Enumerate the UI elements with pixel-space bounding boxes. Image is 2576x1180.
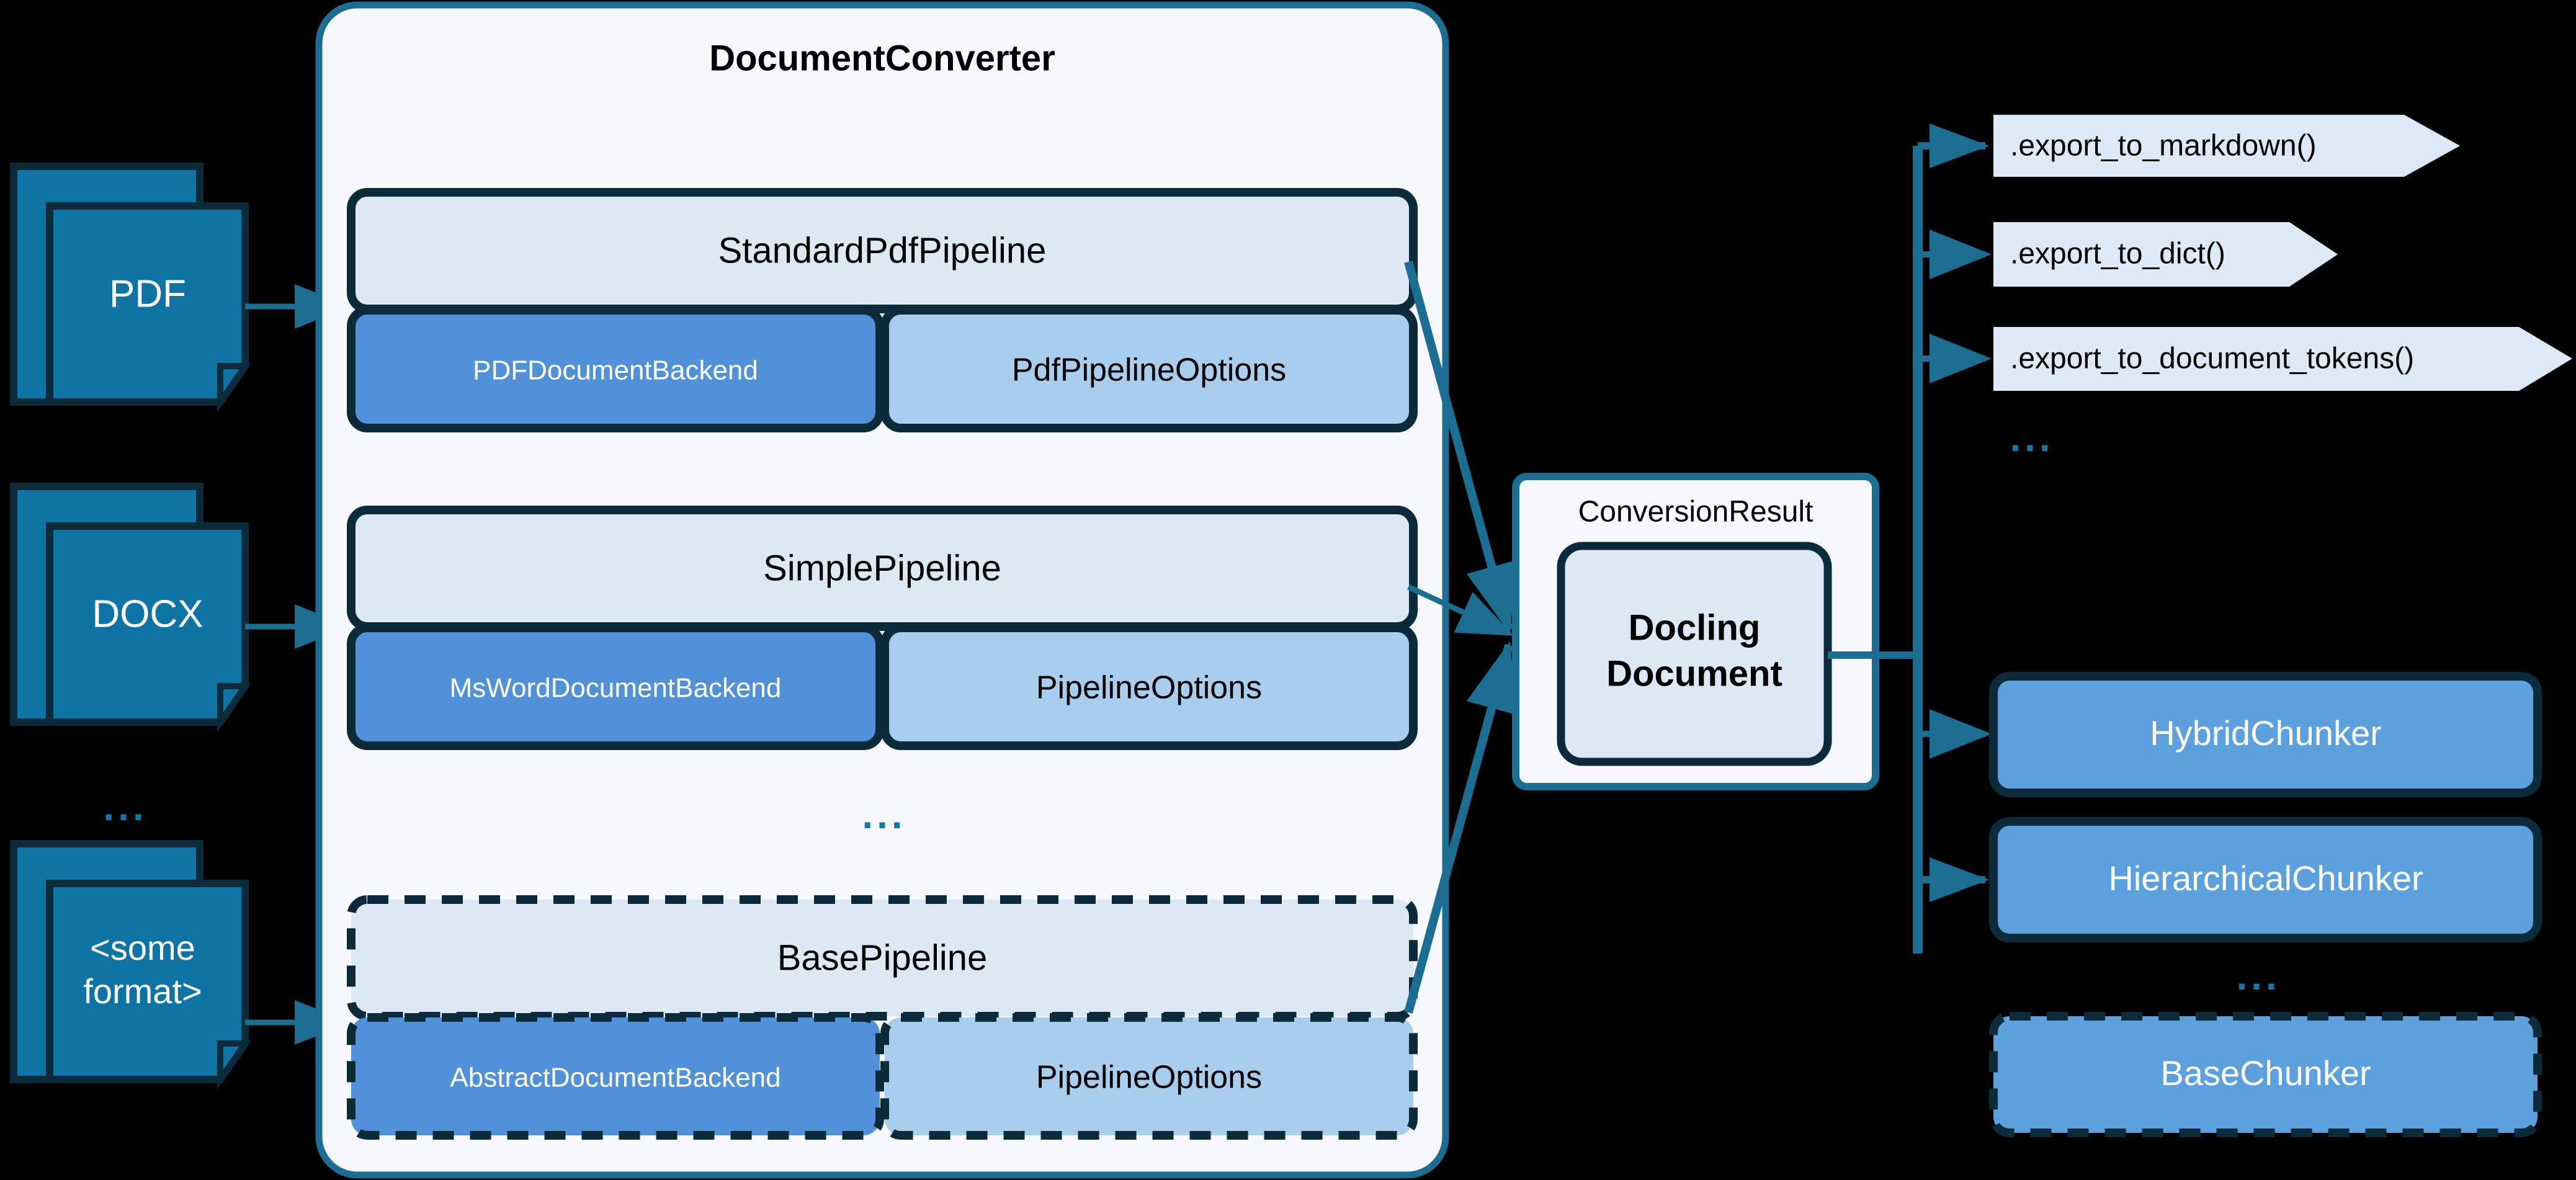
chunker-label-base: BaseChunker	[2160, 1053, 2371, 1093]
export-chevron-shape	[1993, 222, 2338, 287]
export-label-document-tokens: .export_to_document_tokens()	[2010, 342, 2414, 375]
chunker-box[interactable]	[1989, 672, 2542, 797]
options-label-simple: PipelineOptions	[1036, 670, 1262, 706]
input-ellipsis: ...	[103, 784, 147, 829]
pipeline-name-box[interactable]	[347, 506, 1418, 631]
backend-label-pdf: PDFDocumentBackend	[473, 355, 758, 386]
arrow-base-pipeline-to-result	[1404, 641, 1517, 1014]
options-box-simple[interactable]	[880, 624, 1418, 750]
conversion-result-label: ConversionResult	[1578, 496, 1813, 529]
input-label-some-format-line1: <some	[90, 928, 195, 967]
chunker-box[interactable]	[1989, 817, 2542, 942]
conversion-result-container[interactable]: ConversionResult Docling Document	[1512, 473, 1879, 790]
chunker-base[interactable]: BaseChunker	[1989, 1012, 2542, 1137]
chunkers-ellipsis: ...	[2236, 954, 2280, 998]
pipeline-group-simple[interactable]: SimplePipeline MsWordDocumentBackend Pip…	[347, 506, 1418, 750]
input-document-some-format[interactable]: <some format>	[10, 840, 251, 1090]
chunker-box[interactable]	[1989, 1012, 2542, 1137]
export-chevron-shape	[1993, 327, 2572, 391]
export-chevron-shape	[1993, 115, 2460, 177]
input-label-pdf: PDF	[109, 272, 186, 315]
export-item-dict[interactable]: .export_to_dict()	[1993, 222, 2338, 287]
options-box-base[interactable]	[880, 1013, 1418, 1140]
docling-document-label-line2: Document	[1606, 653, 1782, 694]
converter-ellipsis: ...	[862, 792, 906, 837]
document-fold-corner-icon	[217, 683, 251, 733]
backend-label-abstract: AbstractDocumentBackend	[450, 1063, 780, 1093]
input-label-docx: DOCX	[92, 592, 203, 635]
options-label-base: PipelineOptions	[1036, 1060, 1262, 1096]
document-fold-corner-icon	[217, 363, 251, 413]
backend-box-pdf[interactable]	[347, 306, 884, 432]
pipeline-label-base: BasePipeline	[777, 937, 988, 978]
input-label-some-format-line2: format>	[83, 972, 202, 1011]
pipeline-name-box[interactable]	[347, 188, 1418, 313]
export-item-document-tokens[interactable]: .export_to_document_tokens()	[1993, 327, 2572, 391]
export-label-markdown: .export_to_markdown()	[2010, 130, 2317, 163]
arrow-standard-pipeline-to-result	[1404, 261, 1517, 634]
input-document-docx[interactable]: DOCX	[10, 483, 251, 733]
pipeline-name-box[interactable]	[347, 895, 1418, 1021]
options-label-pdf: PdfPipelineOptions	[1012, 352, 1286, 388]
chunker-hybrid[interactable]: HybridChunker	[1989, 672, 2542, 797]
pipeline-label-standard-pdf: StandardPdfPipeline	[718, 230, 1047, 270]
pipeline-label-simple: SimplePipeline	[763, 548, 1001, 588]
exports-ellipsis: ...	[2010, 415, 2054, 460]
document-fold-corner-icon	[217, 1040, 251, 1090]
docling-document-label-line1: Docling	[1629, 607, 1761, 648]
input-document-pdf[interactable]: PDF	[10, 163, 251, 413]
backend-box-msword[interactable]	[347, 624, 884, 750]
backend-box-abstract[interactable]	[347, 1013, 884, 1140]
arrow-simple-pipeline-to-result	[1407, 584, 1514, 637]
pipeline-group-standard-pdf[interactable]: StandardPdfPipeline PDFDocumentBackend P…	[347, 188, 1418, 432]
chunker-hierarchical[interactable]: HierarchicalChunker	[1989, 817, 2542, 942]
export-label-dict: .export_to_dict()	[2010, 238, 2225, 270]
chunker-label-hierarchical: HierarchicalChunker	[2108, 859, 2423, 898]
output-routing-lines	[1828, 123, 1992, 954]
export-item-markdown[interactable]: .export_to_markdown()	[1993, 115, 2460, 177]
options-box-pdf[interactable]	[880, 306, 1418, 432]
converter-title: DocumentConverter	[709, 38, 1055, 78]
chunker-label-hybrid: HybridChunker	[2150, 713, 2382, 753]
pipeline-group-base[interactable]: BasePipeline AbstractDocumentBackend Pip…	[347, 895, 1418, 1140]
backend-label-msword: MsWordDocumentBackend	[450, 673, 782, 704]
